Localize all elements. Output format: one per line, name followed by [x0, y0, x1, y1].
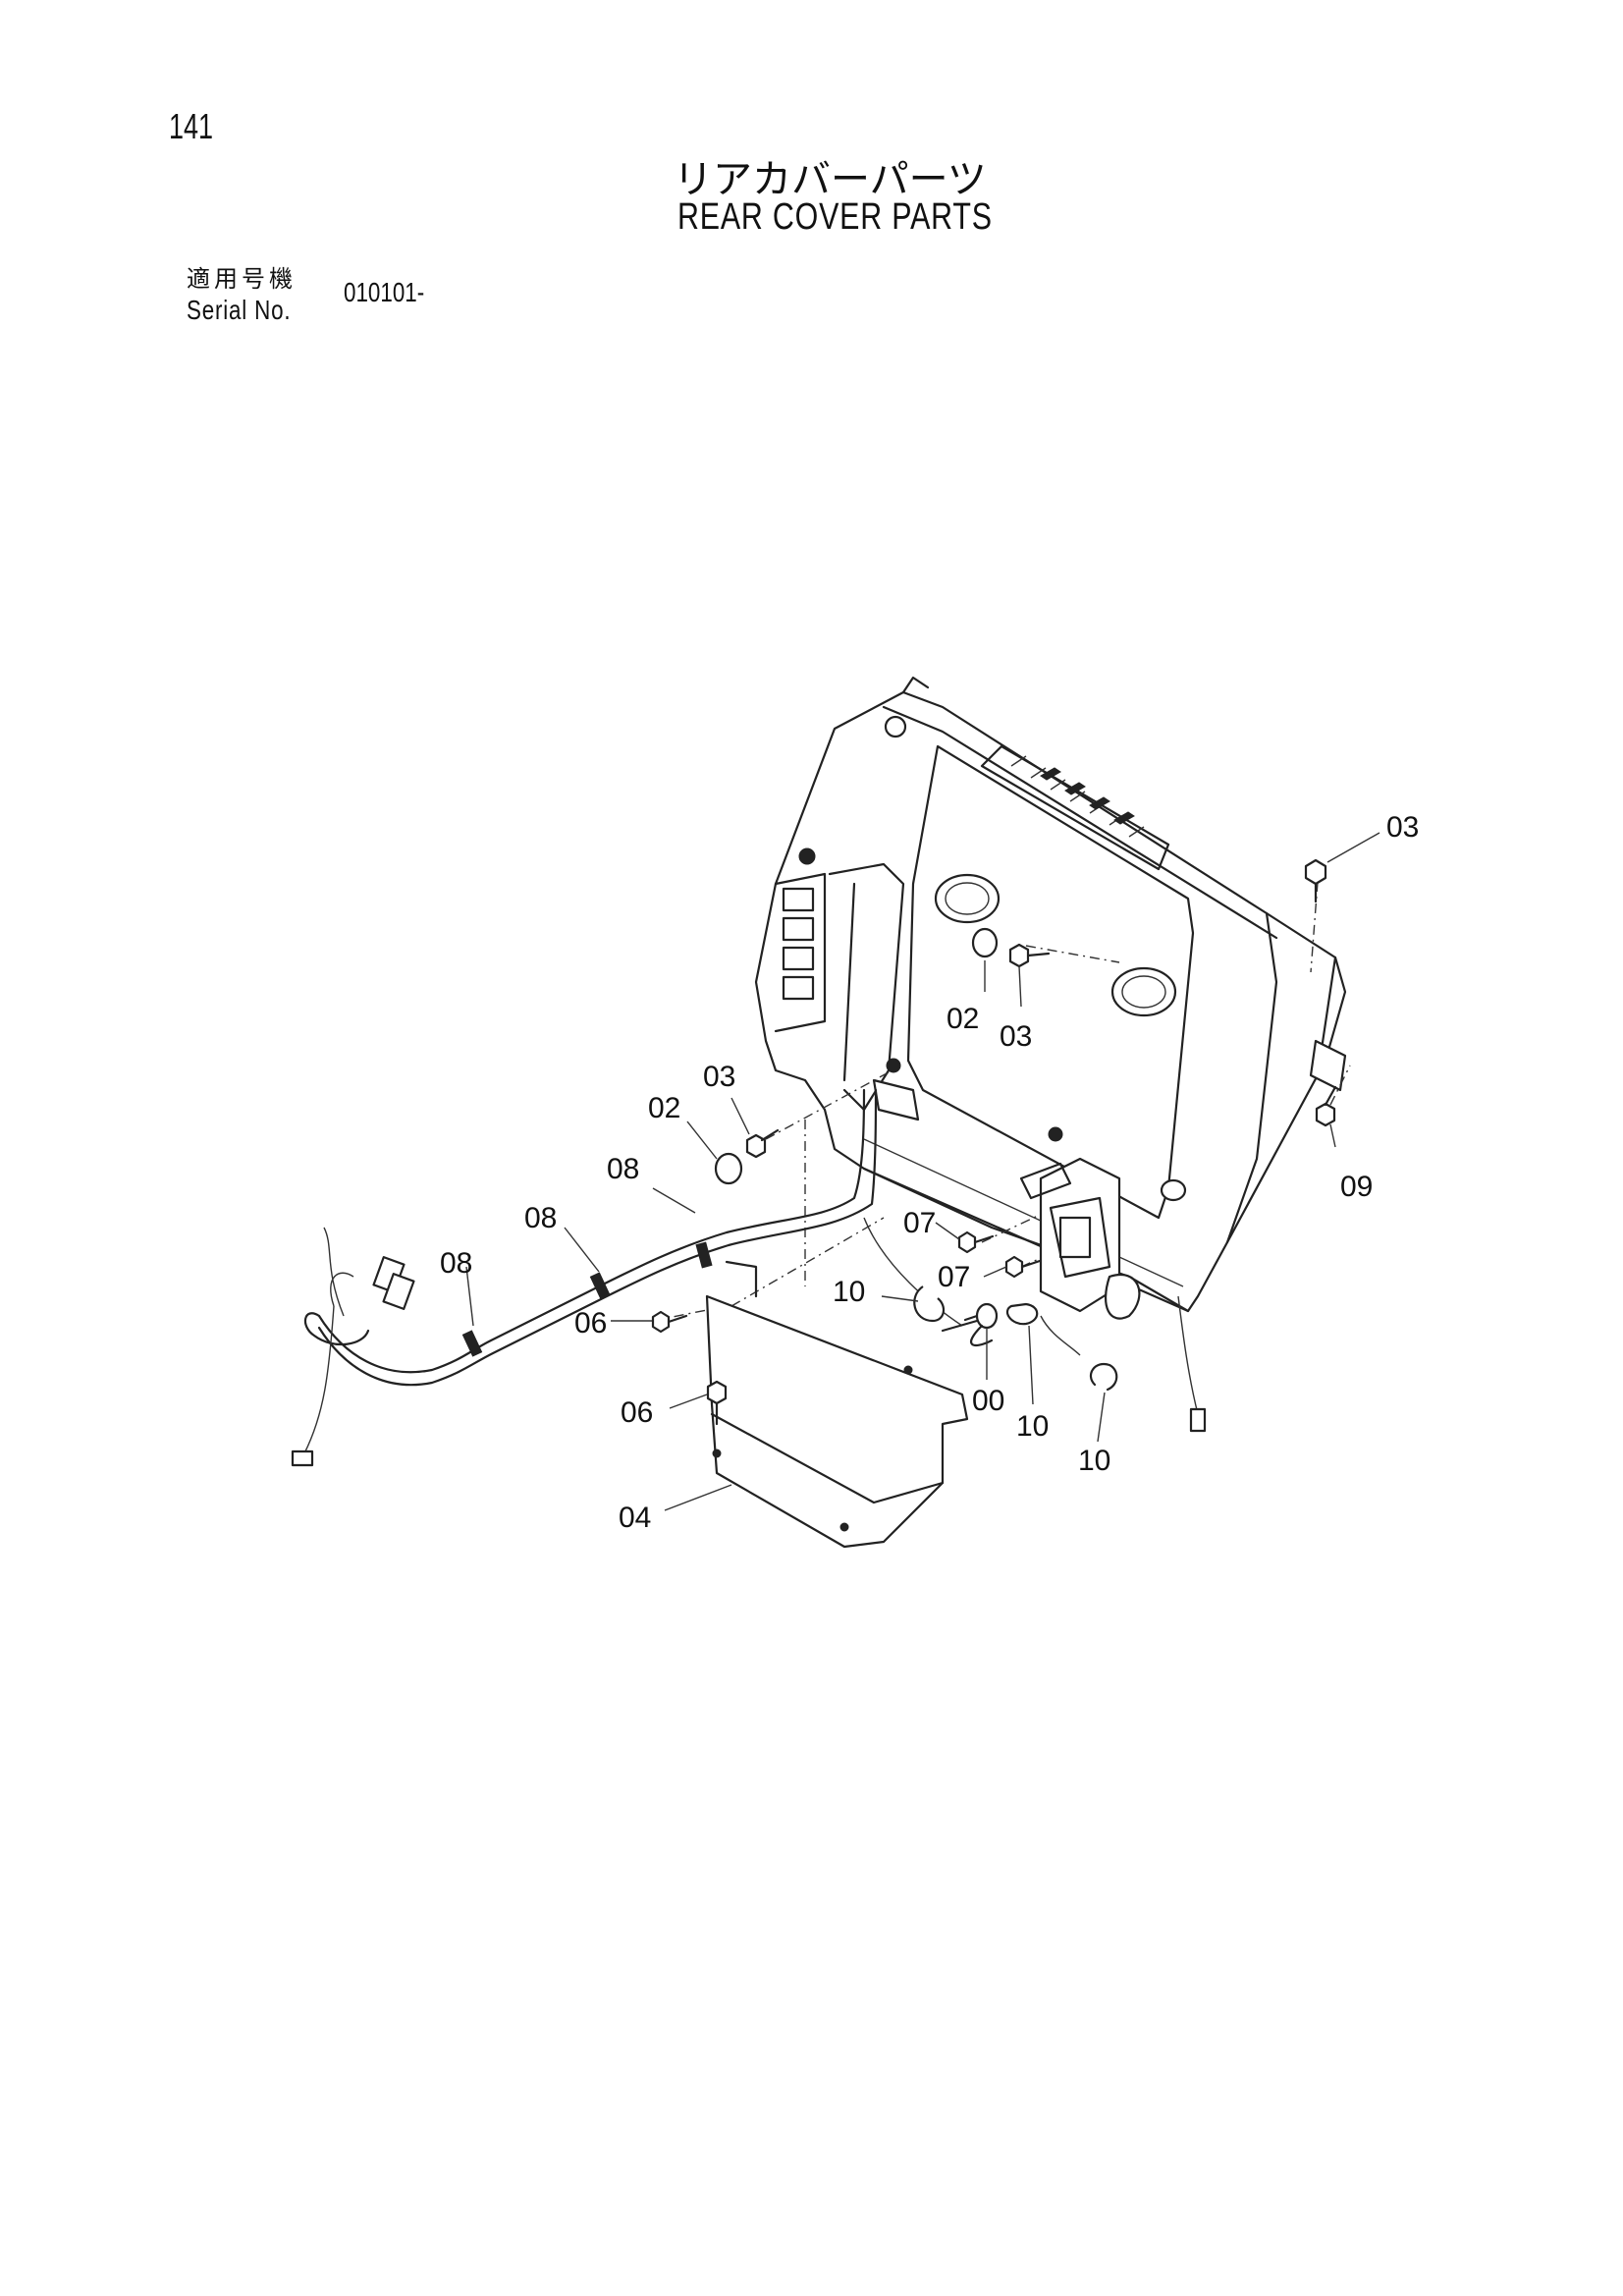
callout-08-middle: 08	[524, 1202, 557, 1234]
serial-number-value: 010101-	[344, 277, 425, 307]
callout-07-upper: 07	[903, 1207, 936, 1239]
callout-00: 00	[972, 1385, 1004, 1417]
serial-label-japanese: 適用号機	[187, 265, 297, 293]
rear-cover-body	[754, 676, 1347, 1313]
callout-02-left: 02	[648, 1092, 680, 1124]
leader-lines	[465, 832, 1380, 1511]
callout-10-middle: 10	[1016, 1410, 1049, 1443]
callout-04: 04	[619, 1502, 651, 1534]
fasteners	[651, 858, 1337, 1426]
callout-03-top-right: 03	[1386, 811, 1419, 844]
callout-06-lower: 06	[621, 1396, 653, 1429]
callout-03-center: 03	[1000, 1020, 1032, 1053]
title-english: REAR COVER PARTS	[677, 196, 993, 238]
callout-10-left: 10	[833, 1276, 865, 1308]
callout-08-lower: 08	[440, 1247, 472, 1280]
callout-07-lower: 07	[938, 1261, 970, 1293]
callout-09: 09	[1340, 1171, 1373, 1203]
callout-10-right: 10	[1078, 1445, 1110, 1477]
title-japanese: リアカバーパーツ	[674, 157, 987, 202]
callout-02-center: 02	[947, 1003, 979, 1035]
serial-label-english: Serial No.	[187, 295, 292, 325]
callout-labels: 03 02 03 03 02 08 09 08 08 07 07 10 06 0…	[440, 811, 1419, 1534]
page-number: 141	[169, 106, 214, 146]
socket-bracket	[1019, 1126, 1141, 1356]
callout-03-left: 03	[703, 1061, 735, 1093]
callout-08-upper: 08	[607, 1153, 639, 1185]
wire-harness	[291, 1088, 1207, 1467]
lower-cover-plate	[705, 1260, 969, 1549]
callout-06-upper: 06	[574, 1307, 607, 1339]
